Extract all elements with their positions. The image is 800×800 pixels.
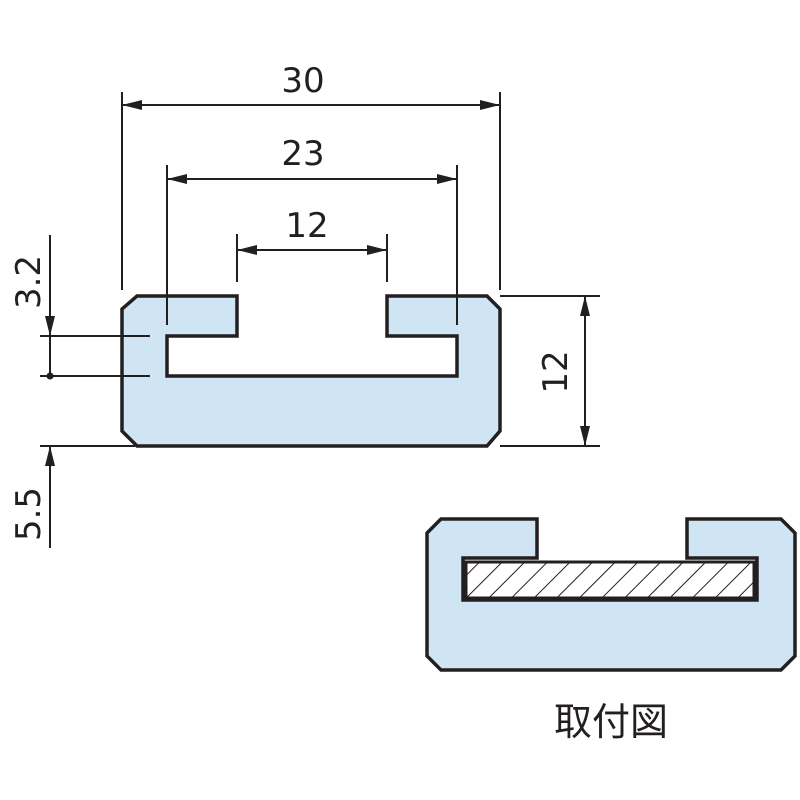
- slot-width-label: 23: [281, 134, 324, 174]
- arrowhead: [122, 100, 142, 110]
- arrowhead: [45, 316, 55, 336]
- rail-profile: [120, 294, 502, 448]
- base-thickness-label: 5.5: [9, 487, 49, 541]
- mounting-view: [425, 517, 797, 672]
- arrowhead: [45, 446, 55, 466]
- overall-width-label: 30: [281, 61, 324, 101]
- opening-width-label: 12: [285, 206, 328, 246]
- height-label: 12: [536, 350, 576, 393]
- hatched-insert-plate: [464, 560, 756, 600]
- dimension-height: 12: [500, 295, 600, 447]
- mounting-view-caption: 取付図: [554, 700, 668, 744]
- rail-profile-mounted: [425, 517, 797, 672]
- arrowhead: [167, 174, 187, 184]
- arrowhead: [580, 426, 590, 446]
- cross-section-view: [120, 294, 502, 448]
- dimension-slot-width: 23: [166, 134, 458, 325]
- dimension-opening-width: 12: [236, 206, 388, 282]
- arrowhead: [437, 174, 457, 184]
- dimension-dot: [46, 372, 54, 380]
- arrowhead: [237, 245, 257, 255]
- arrowhead: [367, 245, 387, 255]
- dimension-lip-thickness: 3.2: [9, 235, 150, 380]
- dimension-overall-width: 30: [121, 61, 501, 290]
- lip-thickness-label: 3.2: [9, 255, 49, 309]
- arrowhead: [480, 100, 500, 110]
- dimension-base-thickness: 5.5: [9, 445, 135, 548]
- arrowhead: [580, 296, 590, 316]
